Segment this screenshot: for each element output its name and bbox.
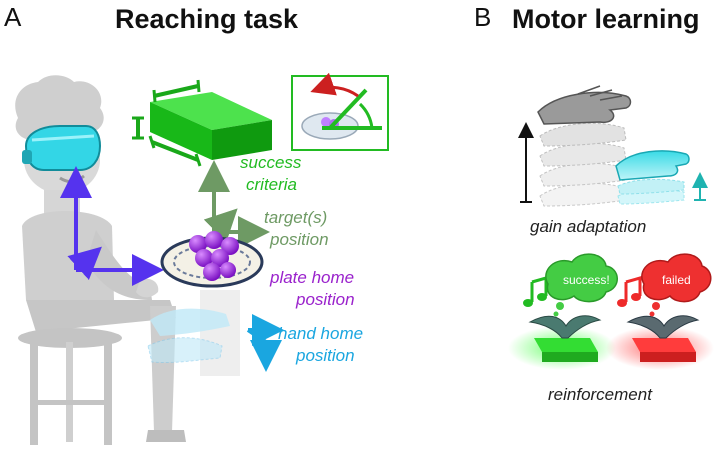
target-position-label-line1: target(s) <box>264 208 327 227</box>
panel-b-title: Motor learning <box>512 4 700 34</box>
plate-home-label-line1: plate home <box>269 268 354 287</box>
success-criteria-label-line2: criteria <box>246 175 297 194</box>
hand-home-axes <box>246 314 284 372</box>
panel-a-title: Reaching task <box>115 4 299 34</box>
hand-home-label-line1: hand home <box>278 324 363 343</box>
bird-icon <box>626 315 700 339</box>
bird-icon <box>528 315 602 339</box>
reinforcement-label: reinforcement <box>548 385 653 404</box>
hand-home-ghost-hands <box>147 308 230 364</box>
target-position-axes <box>198 160 270 248</box>
failed-bubble-text: failed <box>662 273 691 287</box>
success-bubble-text: success! <box>563 273 610 287</box>
success-reinforcement <box>508 253 618 370</box>
gain-adaptation-large-hands <box>537 85 632 207</box>
hand-home-label-line2: position <box>295 346 355 365</box>
grapes-icon <box>189 231 239 281</box>
success-criteria-box <box>132 79 272 167</box>
failed-reinforcement <box>606 253 714 370</box>
pedestal <box>200 290 240 376</box>
gain-adaptation-label: gain adaptation <box>530 217 646 236</box>
target-position-label-line2: position <box>269 230 329 249</box>
music-note-icon <box>523 276 548 307</box>
plate-home-label-line2: position <box>295 290 355 309</box>
body-reference-axes <box>60 166 164 286</box>
gain-adaptation-small-hands <box>615 150 690 205</box>
rotation-angle-icon <box>291 72 389 151</box>
music-note-icon <box>617 276 642 307</box>
success-criteria-label-line1: success <box>240 153 302 172</box>
panel-b-letter: B <box>474 2 491 32</box>
panel-a-letter: A <box>4 2 22 32</box>
vr-headset-icon <box>22 125 102 171</box>
